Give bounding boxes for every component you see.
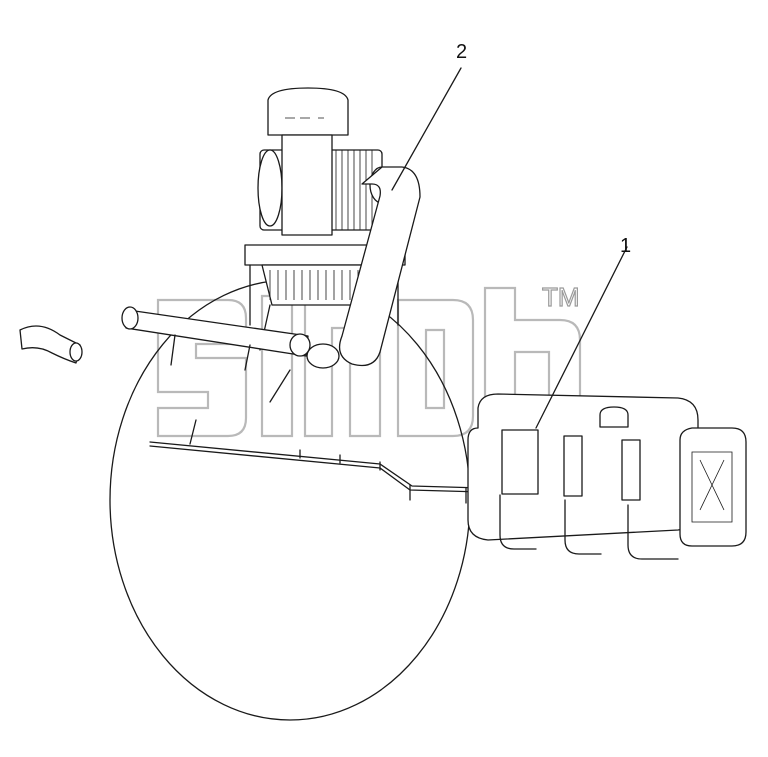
callout-2-leader	[391, 67, 462, 191]
callout-1-label: 1	[620, 235, 631, 257]
callout-2-label: 2	[456, 41, 467, 63]
fuel-line-clips	[189, 419, 467, 504]
fuel-filter-icon	[501, 429, 539, 495]
hose-icon	[19, 325, 81, 364]
air-filter-cap-icon	[267, 87, 349, 136]
fuel-tank-assembly	[467, 393, 747, 560]
trademark-mark: TM	[542, 282, 580, 312]
intake-pipe	[306, 166, 421, 369]
fuel-line-return	[149, 445, 483, 493]
callout-1-leader	[535, 246, 628, 429]
hose	[19, 325, 83, 364]
fuel-line-icon	[149, 441, 495, 489]
charge-pipe	[121, 306, 311, 403]
intake-pipe-icon	[338, 166, 421, 367]
